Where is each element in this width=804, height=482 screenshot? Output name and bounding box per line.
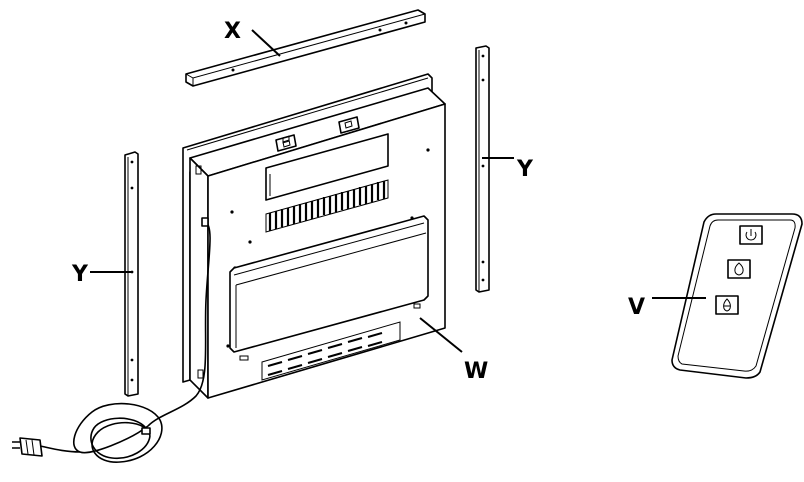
label-w: W <box>464 359 488 384</box>
label-y-right: Y <box>516 157 534 182</box>
remote-control <box>671 213 803 379</box>
power-cord <box>12 217 211 463</box>
label-v: V <box>628 295 645 320</box>
label-y-left: Y <box>71 262 89 287</box>
top-bracket <box>185 9 426 87</box>
heat-icon <box>715 295 739 315</box>
leader-line-w <box>419 317 463 353</box>
power-icon <box>739 225 763 245</box>
label-x: X <box>224 19 241 44</box>
leader-line-x <box>251 29 281 57</box>
left-rail <box>124 151 139 397</box>
heater-unit <box>182 73 446 399</box>
right-rail <box>475 45 490 293</box>
flame-icon <box>727 259 751 279</box>
